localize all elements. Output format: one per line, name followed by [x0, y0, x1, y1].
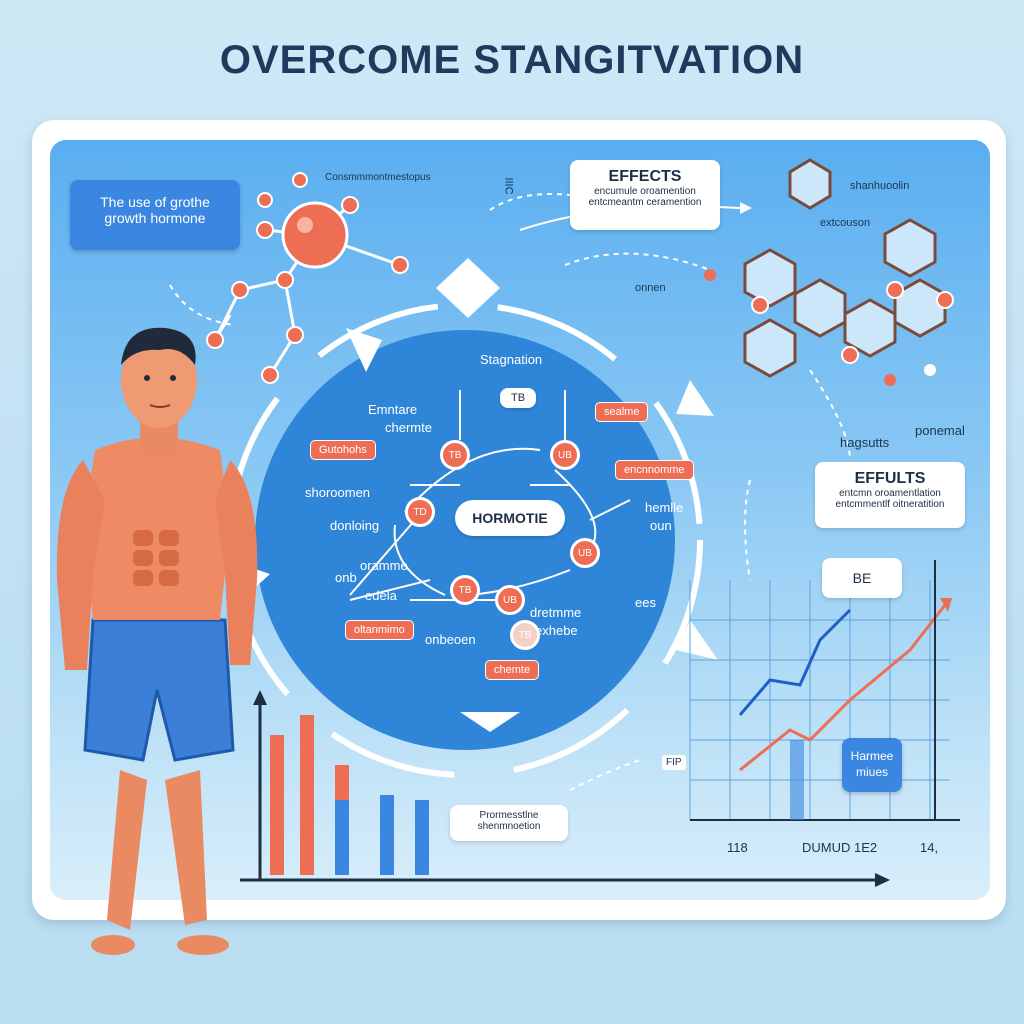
cycle-left-label-7: edela [365, 588, 397, 603]
dashed-connectors [169, 193, 851, 791]
bar-chart-left [240, 690, 890, 887]
chart-x-label-1: 118 [727, 840, 748, 855]
effects-right-line2: entcmmentlf oitneratition [835, 499, 945, 510]
cycle-arrow-right [676, 380, 714, 416]
line-chart-right [689, 560, 960, 821]
athlete-figure [56, 327, 258, 955]
cycle-outer-ring [227, 302, 703, 778]
cycle-bottom-label-1: dretmme [530, 605, 582, 620]
cycle-left-label-6: onb [335, 570, 357, 585]
molecule-right-label-c: onnen [635, 282, 666, 294]
cycle-left-label-4: donloing [330, 518, 380, 533]
molecule-left [206, 172, 409, 384]
infographic-panel: The use of grothe growth hormone Consmmm… [50, 140, 990, 900]
intro-box: The use of grothe growth hormone [70, 180, 240, 250]
effects-right-box: EFFULTS entcmn oroamentlation entcmmentl… [815, 462, 965, 528]
cycle-arrow-lowright [676, 620, 718, 660]
cycle-pill-5: chemte [485, 660, 540, 680]
cycle-arrow-topleft [346, 328, 382, 372]
cycle-node-1: TB [440, 440, 470, 470]
cycle-node-6: UB [495, 585, 525, 615]
cycle-pill-1: Gutohohs [310, 440, 376, 460]
molecule-right-label-a: shanhuoolin [850, 180, 910, 192]
cycle-arrow-bottom [460, 712, 520, 732]
effects-top-line1: encumule oroamention [594, 186, 696, 197]
abs [133, 530, 179, 586]
cycle-node-2: TD [405, 497, 435, 527]
bar-chart-caption-box: Prormesstlne shenmnoetion [450, 805, 568, 841]
page-title: OVERCOME STANGITVATION [219, 38, 805, 82]
cycle-pill-2: sealme [595, 402, 649, 422]
chart-side-tag: FIP [662, 755, 686, 770]
cycle-node-5: TB [450, 575, 480, 605]
cycle-left-label-3: shoroomen [305, 485, 371, 500]
cycle-top-label: Stagnation [480, 352, 543, 367]
cycle-node-4: UB [570, 538, 600, 568]
effects-right-side-label-a: hagsutts [840, 435, 890, 450]
diagram-connectors [169, 158, 960, 887]
intro-box-line1: The use of grothe [100, 194, 210, 210]
cycle-bottom-label-2: exhebe [535, 623, 578, 638]
cycle-node-3: UB [550, 440, 580, 470]
bar-chart-caption-line2: shenmnoetion [477, 821, 541, 832]
cycle-arrow-top [436, 258, 500, 318]
cycle-node-7: TB [510, 620, 540, 650]
cycle-pill-4: oltanmimo [345, 620, 414, 640]
effects-top-box: EFFECTS encumule oroamention entcmeantm … [570, 160, 720, 230]
small-vertical-text: IIIC [502, 177, 515, 195]
cycle-bottom-label-3: onbeoen [425, 632, 476, 647]
cycle-top-node: TB [500, 388, 536, 408]
effects-top-line2: entcmeantm ceramention [588, 197, 702, 208]
molecule-left-caption: Consmmmontmestopus [325, 172, 431, 183]
chart-badge-text: Harmee miues [850, 749, 894, 779]
cycle-right-label-2: oun [650, 518, 672, 533]
intro-box-line2: growth hormone [104, 210, 206, 226]
effects-top-heading: EFFECTS [608, 168, 682, 185]
chart-x-label-2: DUMUD 1E2 [802, 840, 878, 855]
cycle-left-label-2: chermte [385, 420, 432, 435]
bar-chart-caption-line1: Prormesstlne [479, 810, 539, 821]
cycle-center-label: HORMOTIE [455, 500, 565, 536]
inner-cycle-lines [349, 390, 631, 601]
molecule-right [704, 158, 954, 386]
effects-right-heading: EFFULTS [854, 470, 926, 487]
chart-x-label-3: 14, [920, 840, 939, 855]
cycle-left-label-1: Emntare [368, 402, 418, 417]
effects-right-side-label-b: ponemal [915, 423, 965, 438]
cycle-right-label-1: hemlle [645, 500, 684, 515]
cycle-pill-3: encnnomme [615, 460, 694, 480]
cycle-right-label-3: ees [635, 595, 656, 610]
chart-badge: Harmee miues [842, 738, 902, 792]
cycle-left-label-5: oramme [360, 558, 408, 573]
effects-right-line1: entcmn oroamentlation [839, 488, 941, 499]
cycle-circle [255, 330, 675, 750]
chart-legend-box: BE [822, 558, 902, 598]
molecule-right-label-b: extcouson [820, 217, 871, 229]
